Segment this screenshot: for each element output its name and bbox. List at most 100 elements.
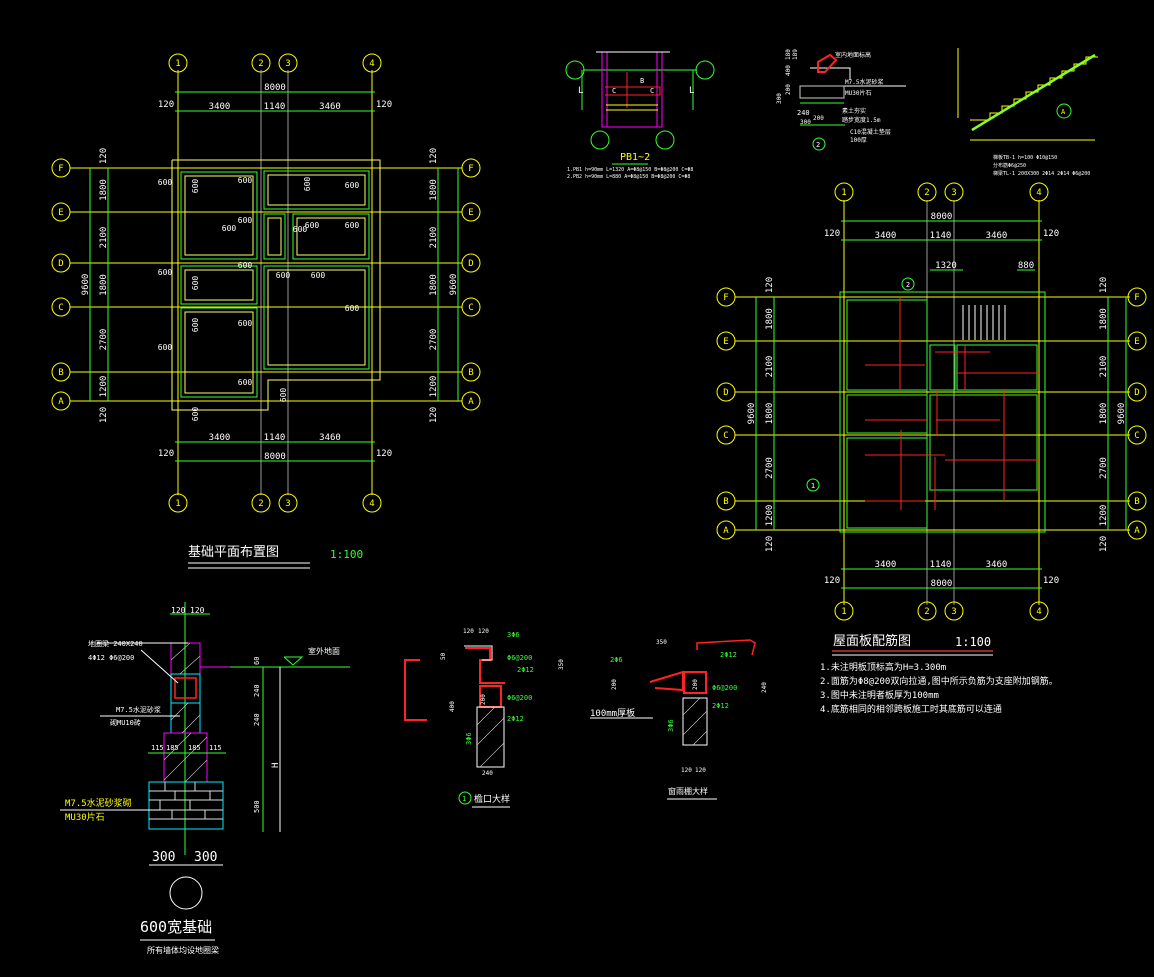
axis-bubble [1127,491,1147,511]
axis-bubble [944,182,964,202]
strip-width-label: 600 [345,304,360,313]
dim-edge: 120 [158,449,174,459]
axis-label: C [468,303,473,313]
footing-step-dim: 115 [209,744,222,752]
detail-marker [458,791,472,805]
axis-bubble [362,493,382,513]
dim-row: 2700 [429,329,439,351]
axis-bubble [1029,182,1049,202]
strip-width-label: 600 [293,225,308,234]
footing-step-dim: 185 [188,744,201,752]
axis-label: 4 [1036,607,1041,617]
axis-bubble [1127,425,1147,445]
footing-base-dim: 300 [152,850,175,865]
eave-rebar-label: 2Φ12 [507,715,524,723]
footing-top-dim: 120 [171,606,186,615]
canopy-detail: 350 200 240 200 120 120 2Φ6 2Φ12 Φ6@200 … [590,639,768,800]
strip-width-label: 600 [191,276,200,291]
dim-row: 1200 [765,505,775,527]
dim-row: 1800 [765,403,775,425]
axis-bubble [944,601,964,621]
roof-note-2: 2.面筋为Φ8@200双向拉通,图中所示负筋为支座附加钢筋。 [820,675,1058,687]
dim-col: 1140 [264,102,286,112]
detail-marker [1056,103,1072,119]
dim-col: 3460 [319,102,341,112]
axis-label: D [1134,388,1139,398]
dim-total-depth: 9600 [747,403,757,425]
dim-edge: 120 [429,407,439,423]
axis-label: C [1134,431,1139,441]
detail-marker-label: 2 [906,281,910,289]
dim-col: 3400 [875,560,897,570]
axis-label: 3 [285,499,290,509]
dim-total-depth: 9600 [449,274,459,296]
hatch [476,706,505,768]
step-dim: 300 [800,119,811,126]
axis-bubble [51,362,71,382]
step-dim: 189 [792,49,799,60]
dim-col: 1140 [930,560,952,570]
axis-label: 2 [924,607,929,617]
canopy-slab-rebar [649,670,684,692]
step-label-soil: 素土夯实 [842,107,866,115]
axis-bubble [917,182,937,202]
dim-col: 3460 [986,231,1008,241]
leader-line [140,649,179,684]
axis-bubble [1127,382,1147,402]
foundation-outline [171,159,381,411]
strip-width-label: 600 [238,319,253,328]
dim-row: 1200 [99,376,109,398]
axis-bubble [461,391,481,411]
eave-detail: 120 120 50 350 400 200 240 3Φ6 Φ6@200 2Φ… [404,628,565,808]
axis-label: E [723,337,728,347]
axis-label: E [1134,337,1139,347]
eave-dim: 240 [482,770,493,777]
canopy-dim: 200 [611,679,618,690]
dim-edge: 120 [765,277,775,293]
foundation-plan-title: 基础平面布置图 [188,545,279,560]
axis-label: B [468,368,473,378]
dim-edge: 120 [99,148,109,164]
eave-dim: 350 [558,659,565,670]
axis-label: D [723,388,728,398]
axis-bubble [278,493,298,513]
axis-label: 2 [258,59,263,69]
stone-pattern [149,782,223,820]
axis-bubble [169,876,203,910]
canopy-dim: 120 [681,767,692,774]
canopy-slab-label: 100mm厚板 [590,707,635,719]
dim-edge: 120 [765,536,775,552]
axis-bubble [461,158,481,178]
axis-label: A [723,526,729,536]
dim-row: 2100 [429,227,439,249]
strip-edge [180,307,258,398]
canopy-beam-rebar [683,671,707,694]
axis-label: E [58,208,63,218]
foundation-room [267,174,366,206]
foundation-plan-scale: 1:100 [330,548,363,561]
stair-steps [970,56,1098,121]
dim-row: 2700 [765,457,775,479]
eave-dim: 200 [480,694,487,705]
strip-width-label: 600 [345,221,360,230]
beam-rebar [174,677,197,699]
strip-width-label: 600 [158,178,173,187]
strip-edge [180,171,258,260]
slab-detail-pb: L L B C C PB1~2 1.PB1 h=90mm L=1320 A=Φ8… [565,51,715,180]
step-label-thickness: 100厚 [850,137,867,144]
axis-label: E [468,208,473,218]
brick-label: 砌MU10砖 [110,718,141,727]
strip-width-label: 600 [238,216,253,225]
strip-width-label: 600 [345,181,360,190]
strip-width-label: 600 [238,176,253,185]
axis-label: 4 [369,59,374,69]
dim-row: 1800 [99,179,109,201]
foundation-room [184,311,254,394]
axis-bubble [834,601,854,621]
axis-bubble [51,391,71,411]
axis-bubble [917,601,937,621]
axis-label: F [1134,293,1139,303]
beam-label: 地圈梁 240X240 [88,639,143,648]
strip-width-label: 600 [276,271,291,280]
